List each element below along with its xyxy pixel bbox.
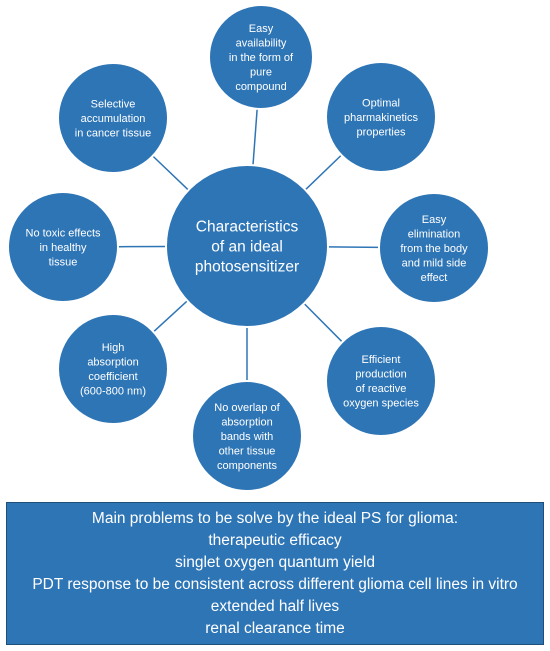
- circle-nodes: Easy availability in the form of pure compou…: [7, 4, 490, 492]
- node-easy-elimination-label: from the body: [400, 243, 468, 255]
- node-no-toxic-effects-label: tissue: [49, 256, 78, 268]
- node-selective-accumulation-label: accumulation: [81, 113, 146, 125]
- center-node-label: Characteristics: [196, 218, 299, 235]
- connector-line-easy-availability: [252, 108, 258, 166]
- node-high-absorption-label: High: [102, 342, 125, 354]
- node-easy-availability-label: Easy: [249, 23, 274, 35]
- node-easy-elimination-label: effect: [421, 272, 448, 284]
- node-optimal-pharmacokinetics-label: properties: [357, 126, 406, 138]
- node-no-overlap-label: components: [217, 460, 277, 472]
- node-easy-availability: Easy availability in the form of pure compou…: [208, 4, 314, 110]
- node-high-absorption-circle: [57, 313, 169, 425]
- center-node: Characteristics of an ideal photosensitize…: [165, 164, 329, 328]
- problem-item: PDT response to be consistent across dif…: [32, 575, 518, 593]
- node-no-overlap-circle: [191, 380, 303, 492]
- node-selective-accumulation-label: Selective: [91, 98, 136, 110]
- node-efficient-production: Efficient production of reactive oxygen spe…: [325, 325, 437, 437]
- node-selective-accumulation-label: in cancer tissue: [75, 127, 151, 139]
- center-node-circle: [165, 164, 329, 328]
- node-no-toxic-effects-label: in healthy: [39, 242, 87, 254]
- node-easy-availability-circle: [208, 4, 314, 110]
- node-high-absorption-label: (600-800 nm): [80, 386, 146, 398]
- node-easy-availability-label: in the form of: [229, 52, 294, 64]
- node-optimal-pharmacokinetics-label: Optimal: [362, 97, 400, 109]
- problem-item: extended half lives: [210, 597, 340, 615]
- node-no-toxic-effects-circle: [7, 191, 119, 303]
- node-easy-elimination: Easy elimination from the body and mild sid…: [378, 192, 490, 304]
- node-easy-elimination-label: and mild side: [402, 257, 467, 269]
- panel-heading: Main problems to be solve by the ideal P…: [91, 509, 459, 527]
- node-efficient-production-label: Efficient: [362, 354, 401, 366]
- node-easy-availability-label: compound: [235, 81, 286, 93]
- node-easy-availability-label: pure: [250, 66, 272, 78]
- problem-item: renal clearance time: [205, 619, 345, 637]
- problem-item: therapeutic efficacy: [208, 531, 342, 549]
- node-optimal-pharmacokinetics-circle: [325, 61, 437, 173]
- node-no-overlap-label: absorption: [221, 416, 272, 428]
- node-easy-elimination-label: elimination: [408, 228, 461, 240]
- node-no-toxic-effects: No toxic effects in healthy tissue: [7, 191, 119, 303]
- node-no-overlap-label: other tissue: [219, 445, 276, 457]
- center-node-label: photosensitizer: [195, 258, 299, 275]
- problem-item: singlet oxygen quantum yield: [175, 553, 375, 571]
- center-node-label: of an ideal: [211, 238, 283, 255]
- node-easy-availability-label: availability: [236, 37, 287, 49]
- characteristics-diagram: Easy availability in the form of pure compou…: [7, 4, 490, 492]
- node-efficient-production-label: of reactive: [356, 383, 407, 395]
- node-no-overlap-label: No overlap of: [214, 402, 280, 414]
- connector-line-easy-elimination: [327, 246, 380, 249]
- connector-lines: [117, 108, 380, 381]
- connector-line-selective-accumulation: [152, 155, 189, 191]
- node-high-absorption-label: absorption: [87, 357, 138, 369]
- connector-line-optimal-pharmacokinetics: [304, 154, 342, 191]
- node-optimal-pharmacokinetics-label: pharmakinetics: [344, 112, 418, 124]
- node-high-absorption-label: coefficient: [88, 371, 137, 383]
- connector-line-efficient-production: [303, 302, 343, 343]
- node-selective-accumulation-circle: [57, 62, 169, 174]
- node-efficient-production-label: production: [355, 369, 406, 381]
- main-problems-panel: Main problems to be solve by the ideal P…: [6, 502, 544, 645]
- node-efficient-production-label: oxygen species: [343, 398, 419, 410]
- node-no-overlap-label: bands with: [221, 431, 274, 443]
- node-selective-accumulation: Selective accumulation in cancer tissue: [57, 62, 169, 174]
- node-no-toxic-effects-label: No toxic effects: [26, 227, 101, 239]
- node-optimal-pharmacokinetics: Optimal pharmakinetics properties: [325, 61, 437, 173]
- node-high-absorption: High absorption coefficient (600-800 nm): [57, 313, 169, 425]
- connector-line-high-absorption: [153, 300, 188, 333]
- node-no-overlap: No overlap of absorption bands with other t…: [191, 380, 303, 492]
- node-easy-elimination-label: Easy: [422, 214, 447, 226]
- node-easy-elimination-circle: [378, 192, 490, 304]
- node-efficient-production-circle: [325, 325, 437, 437]
